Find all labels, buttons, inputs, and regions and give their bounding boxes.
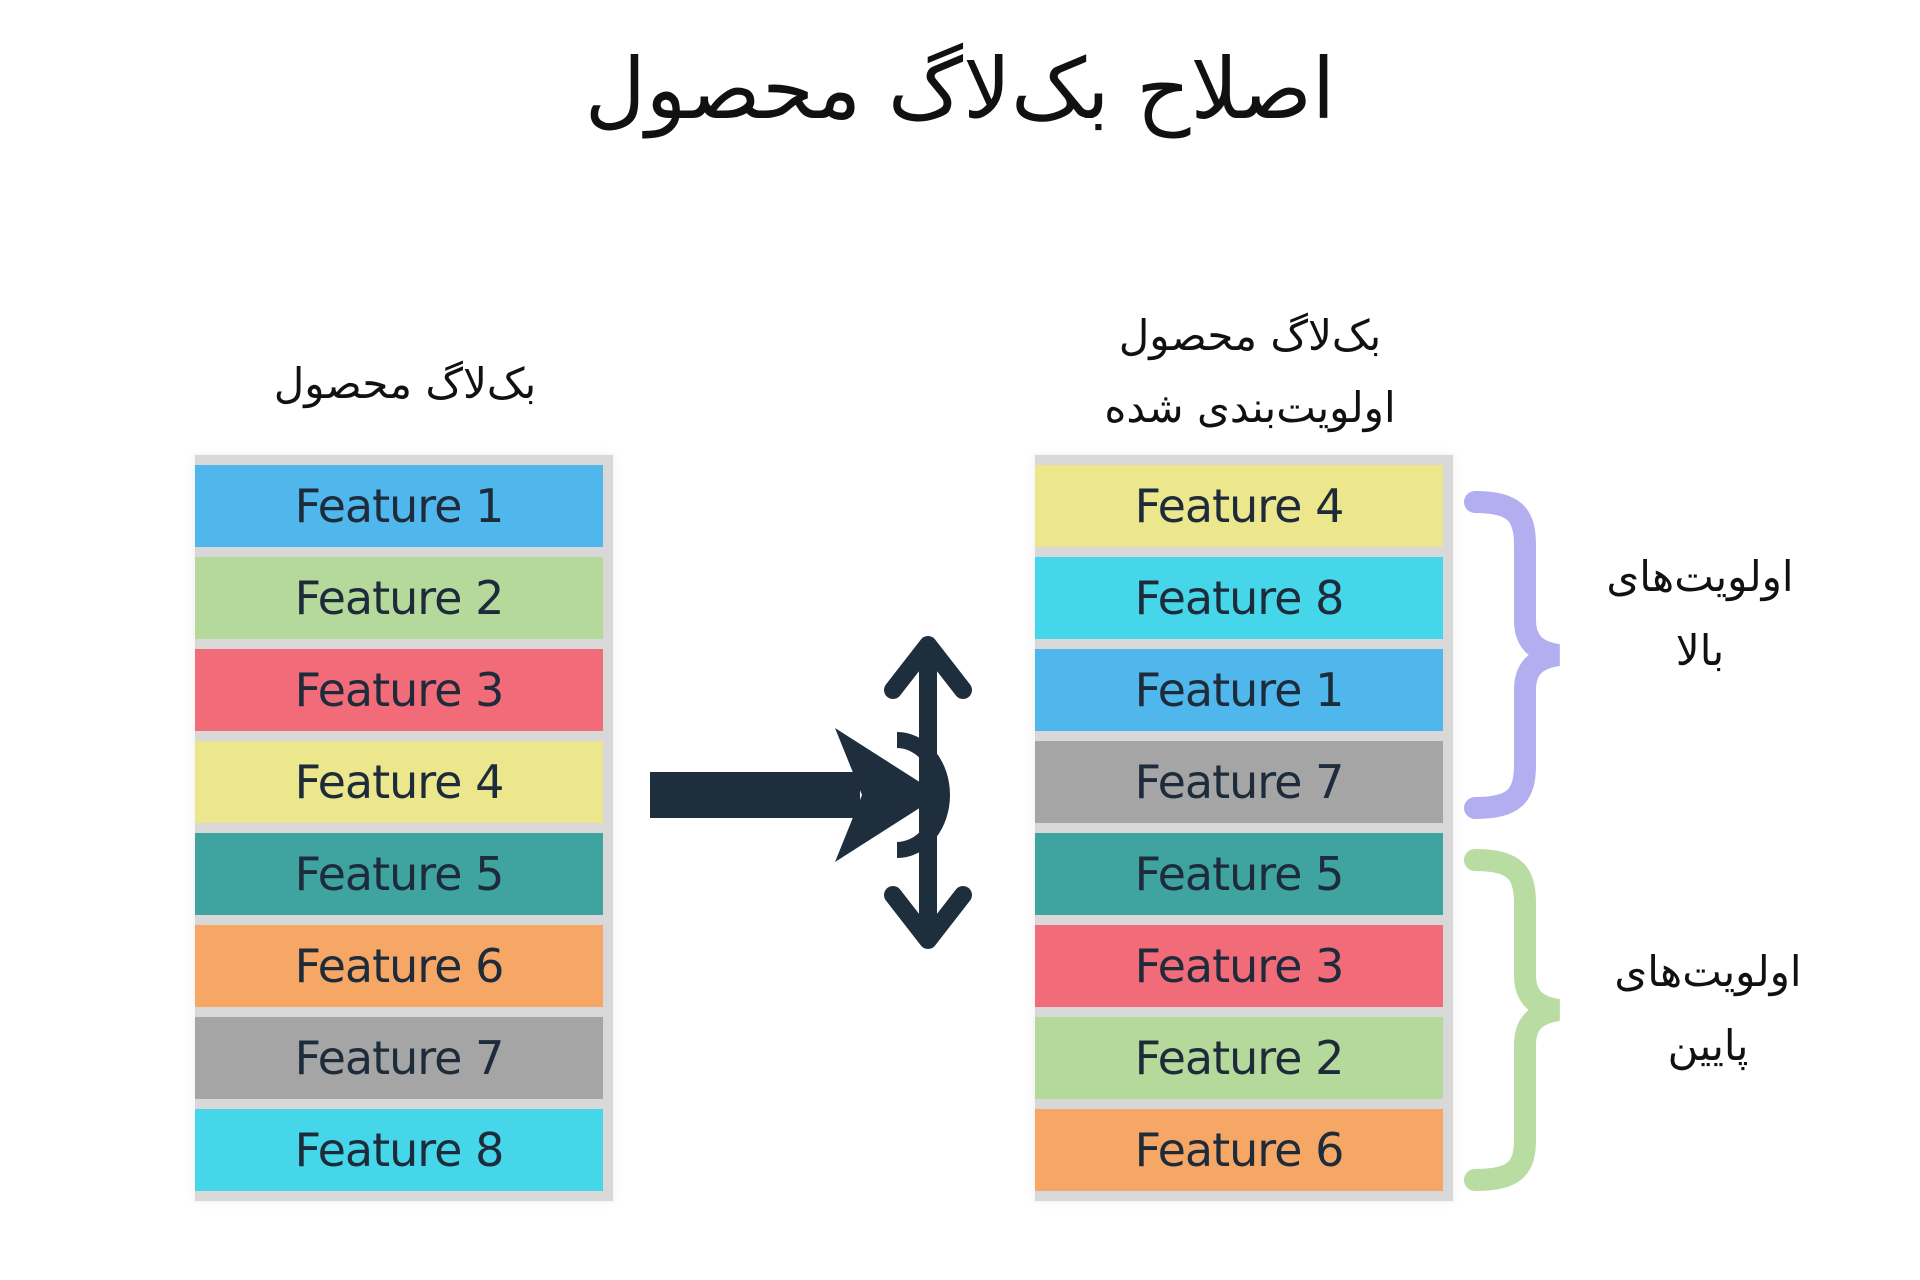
- left-column-heading: بک‌لاگ محصول: [273, 359, 537, 408]
- left-feature-item: Feature 2: [195, 557, 603, 639]
- high-priority-line1: اولویت‌های: [1606, 552, 1794, 601]
- right-feature-item: Feature 4: [1035, 465, 1443, 547]
- low-priority-line2: پایین: [1667, 1021, 1749, 1070]
- left-feature-item: Feature 4: [195, 741, 603, 823]
- reorder-arrow-icon: [650, 728, 950, 862]
- left-feature-item: Feature 1: [195, 465, 603, 547]
- left-feature-item: Feature 6: [195, 925, 603, 1007]
- high-priority-brace-icon: [1464, 491, 1561, 819]
- right-feature-item: Feature 7: [1035, 741, 1443, 823]
- right-feature-item: Feature 8: [1035, 557, 1443, 639]
- diagram-title: اصلاح بک‌لاگ محصول: [584, 40, 1336, 138]
- low-priority-brace-icon: [1464, 849, 1561, 1191]
- right-feature-item: Feature 1: [1035, 649, 1443, 731]
- high-priority-label: اولویت‌های بالا: [1570, 540, 1830, 688]
- up-down-arrow-icon: [884, 636, 972, 949]
- right-heading-line2: اولویت‌بندی شده: [1104, 383, 1396, 432]
- right-feature-item: Feature 3: [1035, 925, 1443, 1007]
- right-heading-line1: بک‌لاگ محصول: [1118, 311, 1382, 360]
- prioritized-backlog-stack: Feature 4 Feature 8 Feature 1 Feature 7 Feat…: [1035, 455, 1453, 1201]
- left-feature-item: Feature 8: [195, 1109, 603, 1191]
- left-feature-item: Feature 7: [195, 1017, 603, 1099]
- right-feature-item: Feature 2: [1035, 1017, 1443, 1099]
- left-feature-item: Feature 5: [195, 833, 603, 915]
- high-priority-line2: بالا: [1675, 626, 1725, 675]
- low-priority-label: اولویت‌های پایین: [1578, 935, 1838, 1083]
- right-feature-item: Feature 6: [1035, 1109, 1443, 1191]
- unordered-backlog-stack: Feature 1 Feature 2 Feature 3 Feature 4 Feat…: [195, 455, 613, 1201]
- left-feature-item: Feature 3: [195, 649, 603, 731]
- right-column-heading: بک‌لاگ محصول اولویت‌بندی شده: [1040, 300, 1460, 444]
- right-feature-item: Feature 5: [1035, 833, 1443, 915]
- low-priority-line1: اولویت‌های: [1614, 947, 1802, 996]
